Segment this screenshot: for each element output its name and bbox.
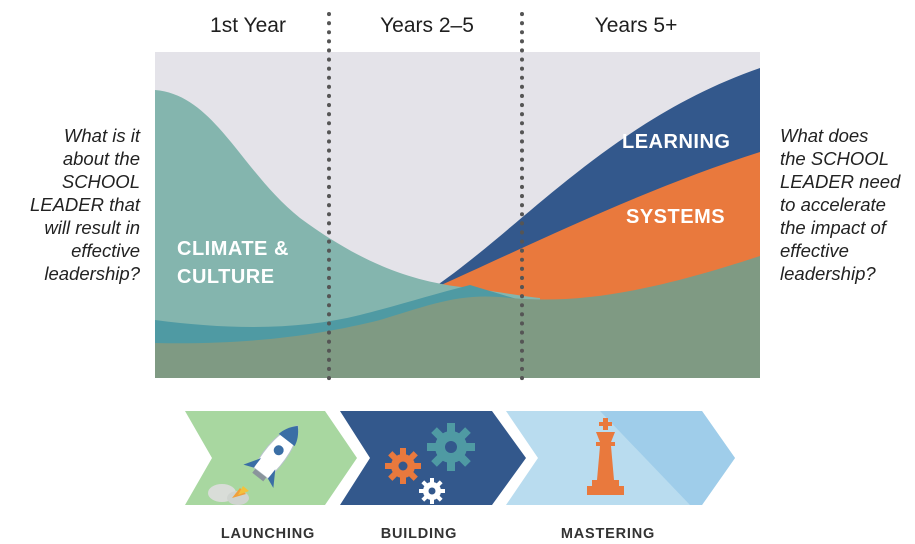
left-question-line: about the xyxy=(62,148,140,169)
phase-header-years-5-plus: Years 5+ xyxy=(594,14,678,37)
base-band xyxy=(155,256,760,378)
right-question-line: What does xyxy=(780,125,869,146)
phase-header-1st-year: 1st Year xyxy=(210,14,286,37)
left-question-line: LEADER that xyxy=(29,194,140,215)
mastering-chevron-shade xyxy=(600,411,735,505)
gears-icon xyxy=(385,423,475,504)
left-question-line: leadership? xyxy=(44,263,140,284)
left-question-line: What is it xyxy=(63,125,140,146)
climate-culture-label-line: CLIMATE & xyxy=(177,238,289,260)
right-question-line: to accelerate xyxy=(780,194,886,215)
phase-header-years-2-5: Years 2–5 xyxy=(380,14,474,37)
chess-king-icon xyxy=(587,418,624,495)
left-question-line: effective xyxy=(71,240,140,261)
stage-label-building: BUILDING xyxy=(380,526,458,542)
stage-label-mastering: MASTERING xyxy=(560,526,656,542)
right-question-line: LEADER need xyxy=(780,171,901,192)
climate-culture-label: CLIMATE & CULTURE xyxy=(177,235,289,291)
left-question: What is it about the SCHOOL LEADER that … xyxy=(8,124,140,285)
building-chevron xyxy=(340,411,526,505)
climate-culture-label-line: CULTURE xyxy=(177,266,275,288)
right-question-line: the SCHOOL xyxy=(780,148,889,169)
right-question-line: effective xyxy=(780,240,849,261)
left-question-line: will result in xyxy=(44,217,140,238)
rocket-icon xyxy=(208,425,299,505)
right-question-line: leadership? xyxy=(780,263,876,284)
stage-label-launching: LAUNCHING xyxy=(220,526,316,542)
left-question-line: SCHOOL xyxy=(61,171,140,192)
right-question: What does the SCHOOL LEADER need to acce… xyxy=(780,124,912,285)
systems-label: SYSTEMS xyxy=(626,206,726,228)
right-question-line: the impact of xyxy=(780,217,886,238)
learning-label: LEARNING xyxy=(622,131,731,153)
